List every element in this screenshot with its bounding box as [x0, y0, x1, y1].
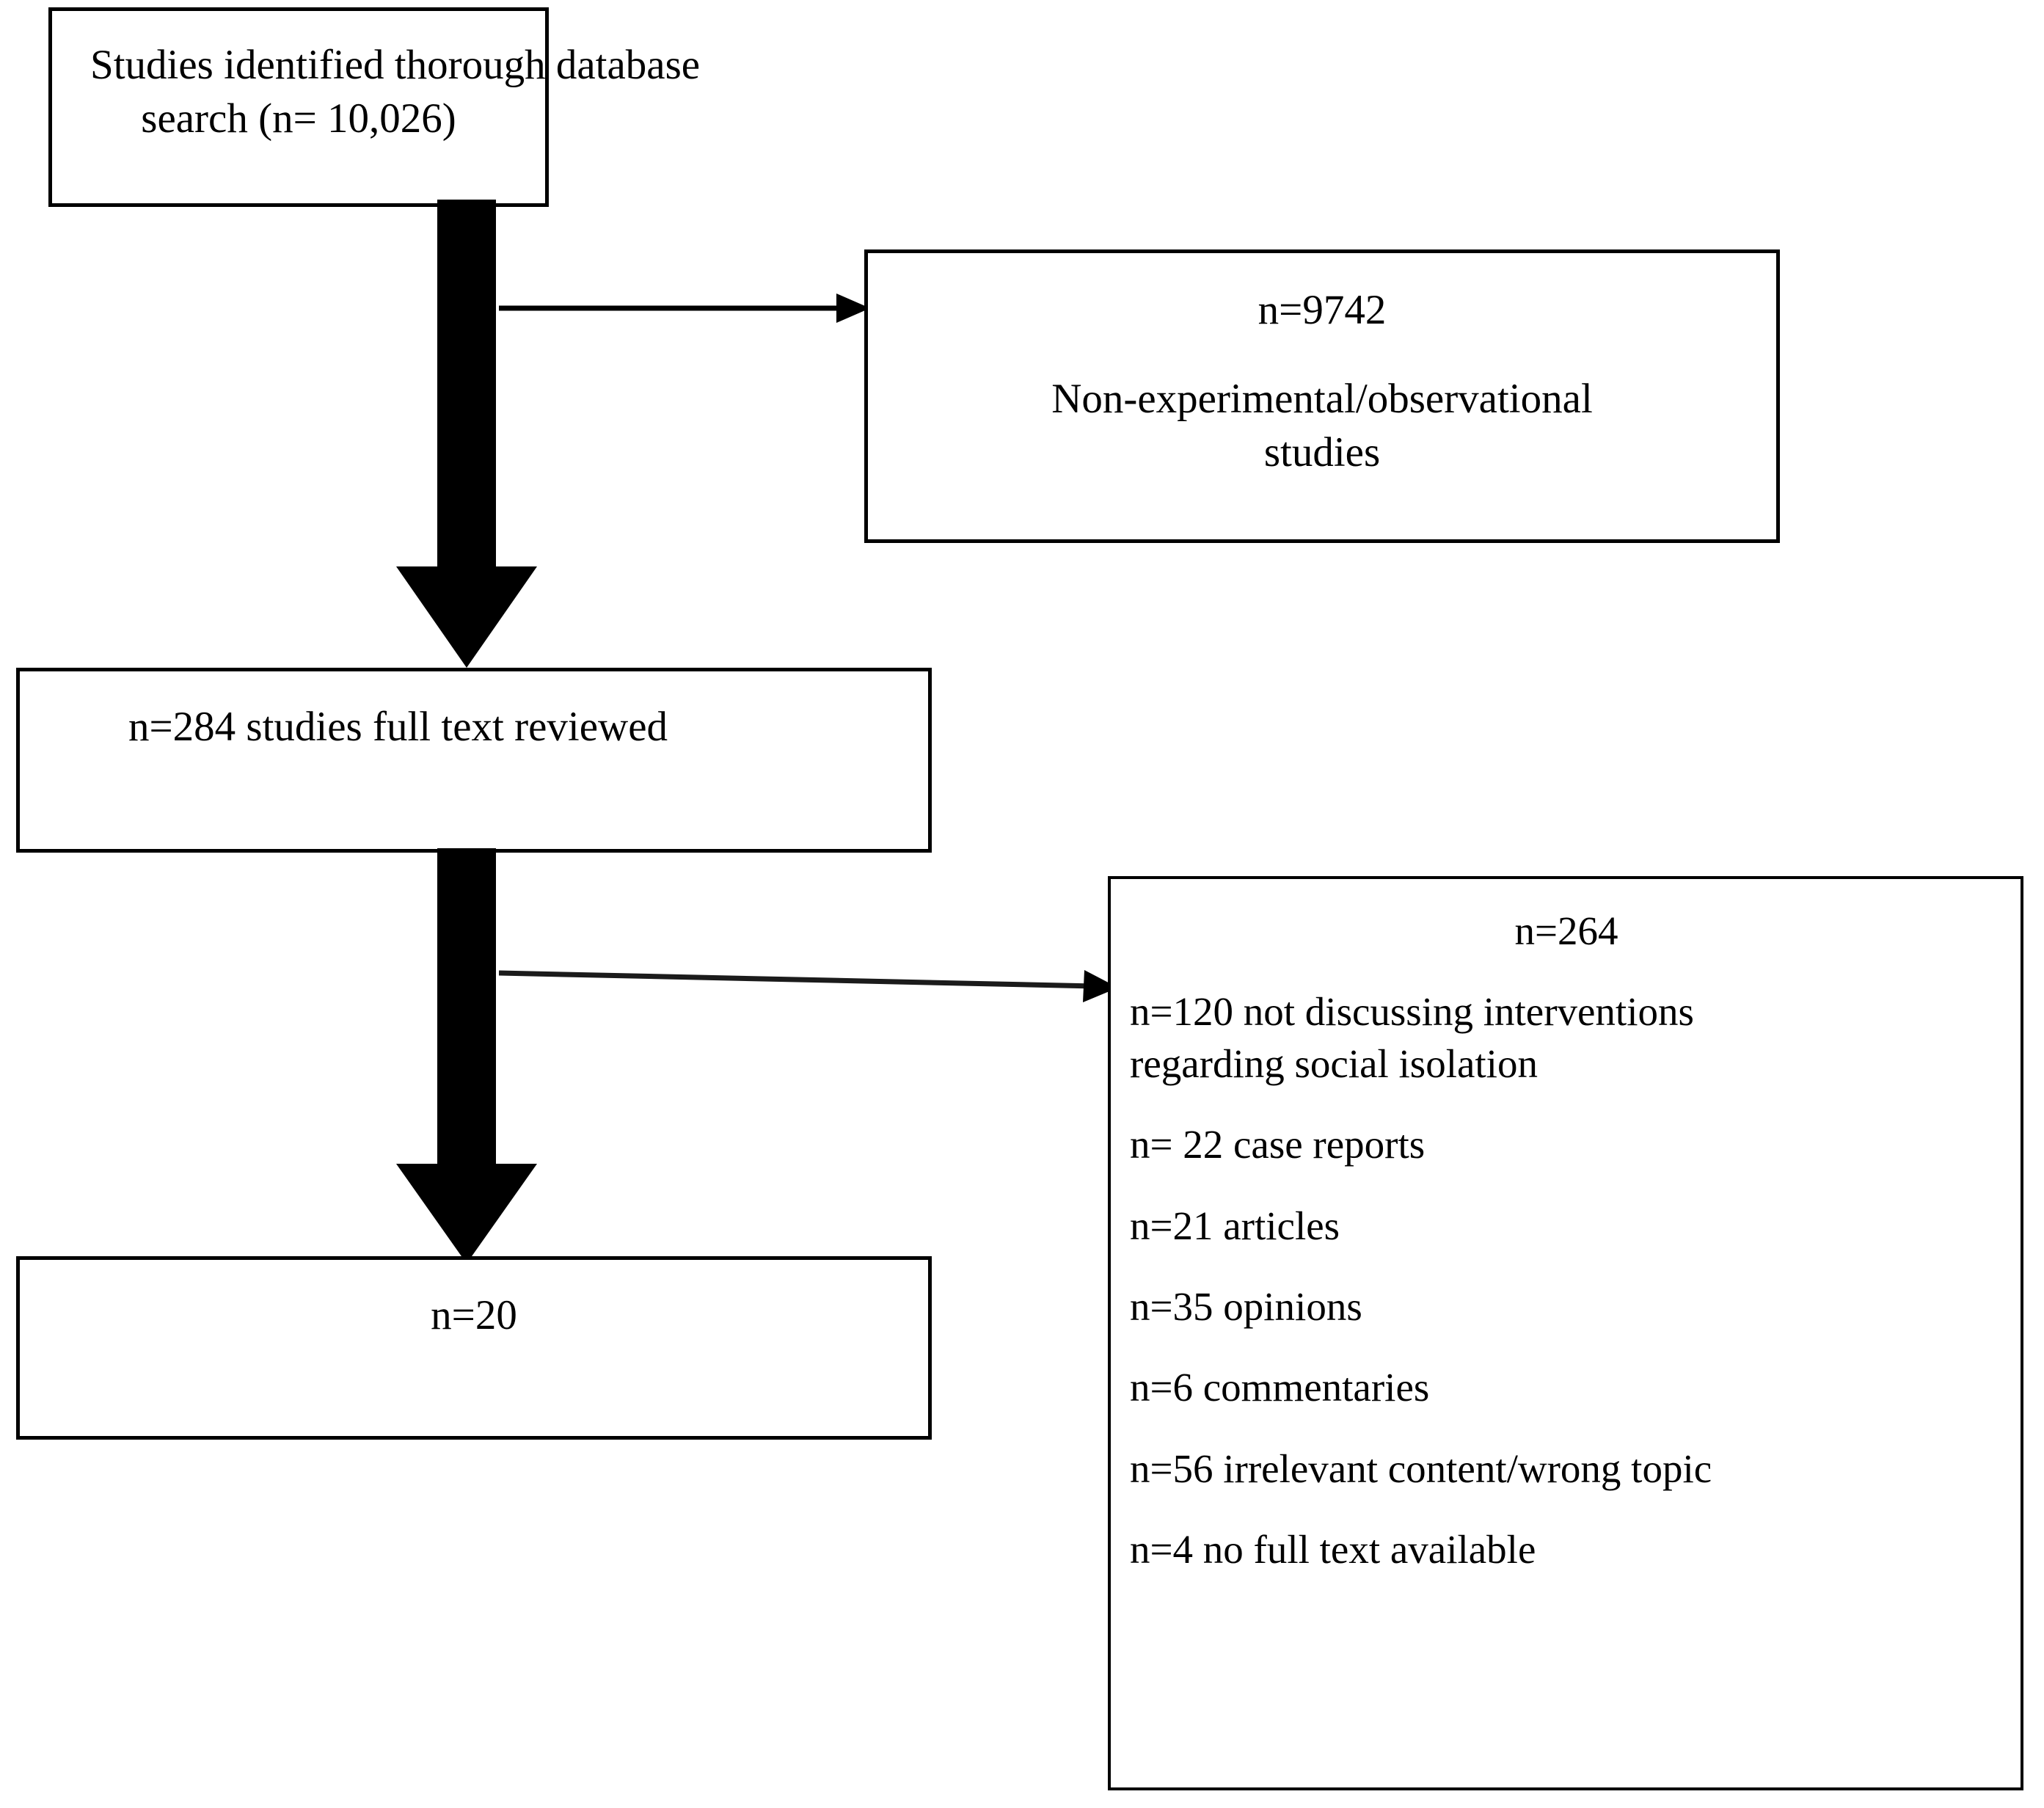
arrow-right-icon: [498, 970, 1118, 1002]
box-included-studies: n=20: [16, 1256, 932, 1440]
studies-identified-line-2: search (n= 10,026): [141, 95, 456, 142]
excluded-observational-count: n=9742: [1258, 287, 1387, 333]
box-full-text-reviewed: n=284 studies full text reviewed: [16, 668, 932, 853]
exclusion-reason-5: n=56 irrelevant content/wrong topic: [1130, 1446, 1712, 1491]
arrow-right-icon: [499, 294, 870, 323]
exclusion-reason-3: n=35 opinions: [1130, 1283, 1362, 1329]
excluded-observational-line-2: studies: [1263, 429, 1381, 475]
exclusion-reason-0-line-2: regarding social isolation: [1130, 1040, 1538, 1086]
exclusion-reason-4: n=6 commentaries: [1130, 1365, 1430, 1410]
exclusion-reason-0-line-1: n=120 not discussing interventions: [1130, 989, 1694, 1035]
box-studies-identified: Studies identified thorough database sea…: [48, 7, 701, 207]
arrow-down-icon: [396, 200, 537, 668]
box-full-text-reviewed-content: n=284 studies full text reviewed: [20, 671, 928, 849]
arrow-down-identified-to-fulltext: [396, 200, 537, 668]
excluded-observational-spacer: [897, 338, 1747, 373]
studies-identified-line-1: Studies identified thorough database: [90, 42, 701, 88]
box-exclusion-reasons: n=264 n=120 not discussing interventions…: [1108, 876, 2023, 1790]
box-exclusion-reasons-content: n=264 n=120 not discussing interventions…: [1111, 879, 2021, 1787]
exclusion-reason-1: n= 22 case reports: [1130, 1122, 1426, 1167]
arrow-down-fulltext-to-included: [396, 848, 537, 1264]
exclusion-reason-6: n=4 no full text available: [1130, 1527, 1536, 1572]
exclusion-reasons-count: n=264: [1514, 908, 1618, 953]
arrow-down-icon: [396, 848, 537, 1264]
full-text-reviewed-line-1: n=284 studies full text reviewed: [128, 704, 668, 750]
arrow-right-to-excluded-observational: [499, 289, 870, 327]
box-studies-identified-content: Studies identified thorough database sea…: [52, 11, 701, 203]
box-excluded-observational-content: n=9742 Non-experimental/observational st…: [868, 253, 1776, 539]
box-included-studies-content: n=20: [20, 1260, 928, 1436]
arrow-right-to-exclusion-reasons: [498, 954, 1118, 1007]
excluded-observational-line-1: Non-experimental/observational: [1051, 375, 1593, 422]
box-excluded-observational: n=9742 Non-experimental/observational st…: [864, 249, 1780, 543]
included-studies-count: n=20: [431, 1292, 517, 1338]
exclusion-reason-2: n=21 articles: [1130, 1203, 1340, 1248]
exclusion-reason-item: n=120 not discussing interventions regar…: [1130, 957, 2003, 1090]
